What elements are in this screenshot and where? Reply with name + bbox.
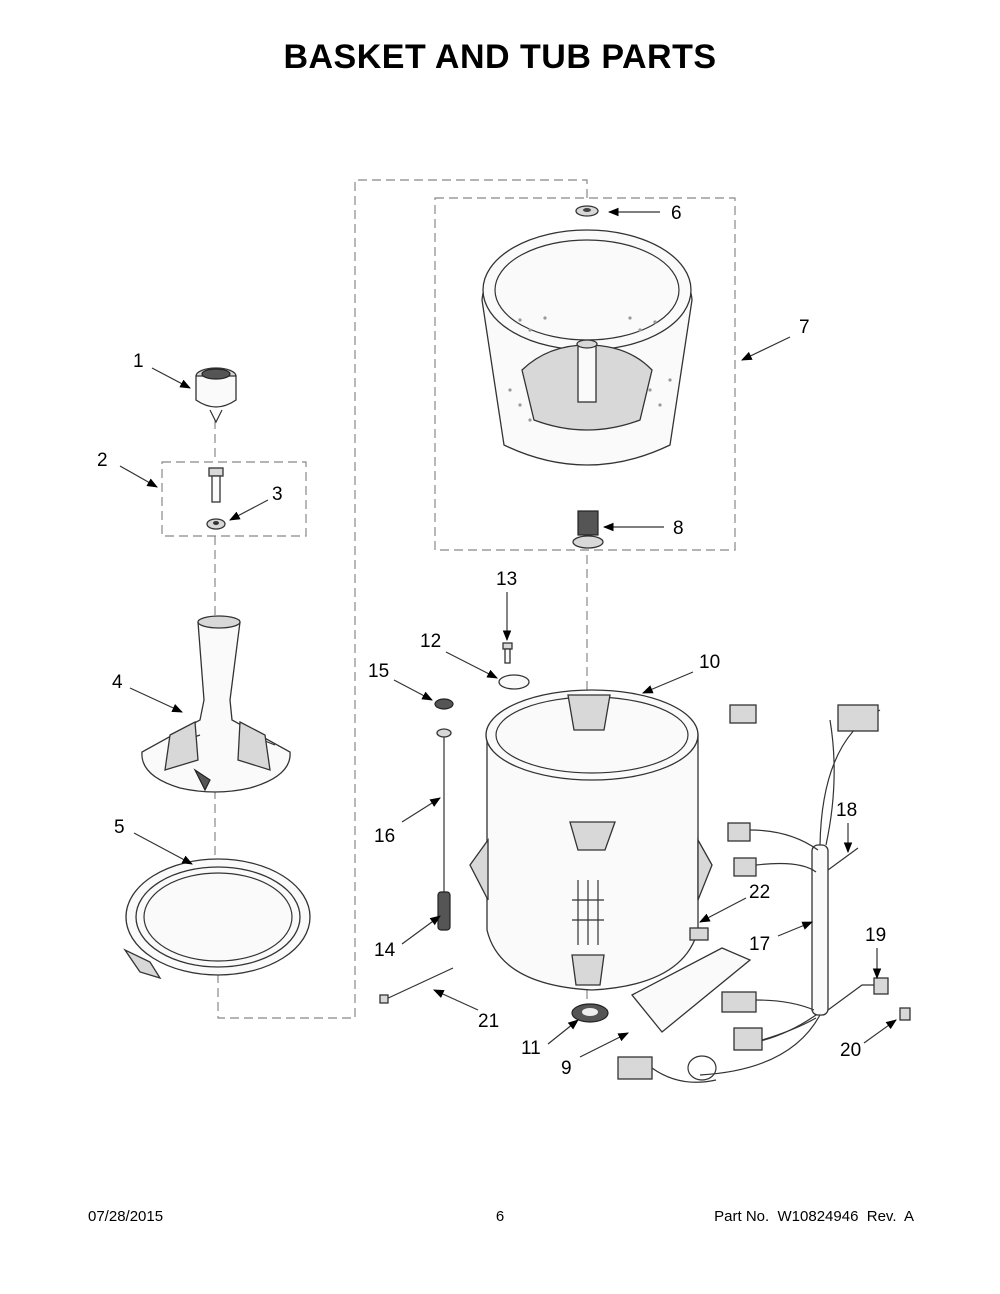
part-5-balance-ring [123, 858, 311, 980]
part-1-agitator-cap [195, 367, 237, 424]
footer-part-number: Part No. W10824946 Rev. A [714, 1208, 914, 1225]
callout-7: 7 [799, 317, 810, 338]
callout-leader-lines [119, 207, 897, 1058]
part-12-plate [498, 674, 530, 690]
part-21-tie-strap [379, 967, 454, 1004]
callout-16: 16 [374, 826, 395, 847]
part-8-drive-hub [572, 510, 604, 549]
part-22-sensor [689, 927, 709, 941]
callout-9: 9 [561, 1058, 572, 1079]
callout-5: 5 [114, 817, 125, 838]
part-7-basket [481, 229, 693, 466]
callout-20: 20 [840, 1040, 861, 1061]
callout-17: 17 [749, 934, 770, 955]
part-6-bearing [575, 205, 599, 217]
callout-13: 13 [496, 569, 517, 590]
callout-12: 12 [420, 631, 441, 652]
part-2-bolt [208, 467, 224, 503]
part-20-screw [899, 1007, 911, 1021]
callout-8: 8 [673, 518, 684, 539]
part-11-tub-seal [571, 1003, 609, 1023]
callout-4: 4 [112, 672, 123, 693]
part-10-tub [469, 689, 713, 991]
part-14-spring [437, 891, 451, 931]
part-18-hose [827, 847, 859, 871]
callout-labels: 1 2 3 4 5 6 7 8 9 10 11 12 13 14 15 16 1… [97, 203, 886, 1079]
callout-22: 22 [749, 882, 770, 903]
callout-18: 18 [836, 800, 857, 821]
callout-2: 2 [97, 450, 108, 471]
callout-15: 15 [368, 661, 389, 682]
part-4-agitator [141, 615, 291, 793]
callout-21: 21 [478, 1011, 499, 1032]
callout-19: 19 [865, 925, 886, 946]
part-19-clip [827, 977, 889, 1011]
assembly-dashed-lines [161, 179, 736, 1019]
page-title: BASKET AND TUB PARTS [283, 38, 717, 76]
part-13-screw [502, 642, 513, 664]
part-9-control-board [630, 947, 752, 1033]
part-3-washer [206, 518, 226, 530]
callout-10: 10 [699, 652, 720, 673]
footer-date: 07/28/2015 [88, 1208, 164, 1225]
part-17-wire-harness [617, 704, 881, 1083]
callout-11: 11 [521, 1038, 541, 1059]
callout-6: 6 [671, 203, 682, 224]
callout-1: 1 [133, 351, 144, 372]
part-15-suspension-cap [434, 698, 454, 738]
callout-14: 14 [374, 940, 396, 961]
callout-3: 3 [272, 484, 283, 505]
footer-page-number: 6 [495, 1208, 505, 1225]
